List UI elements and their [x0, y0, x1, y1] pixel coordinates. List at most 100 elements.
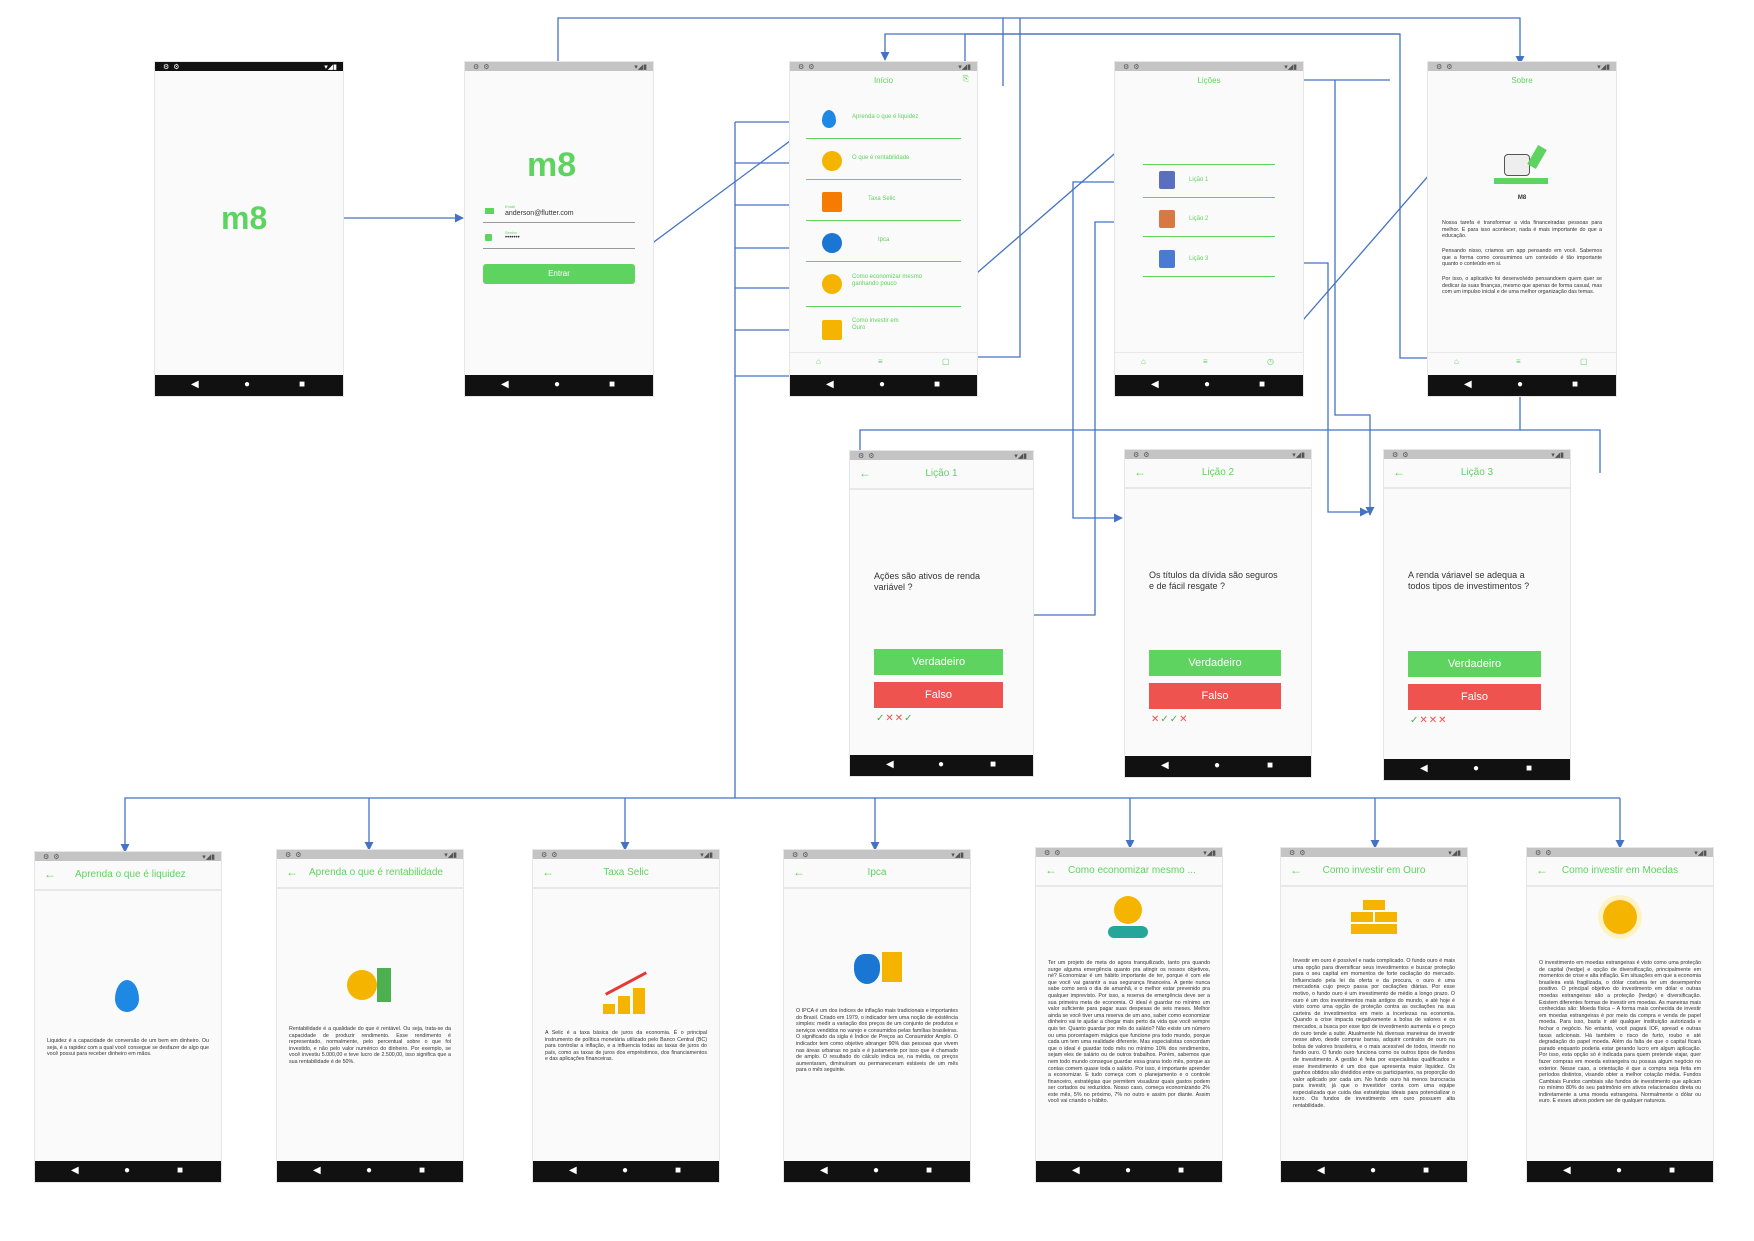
nav-home-button[interactable]: ●	[1616, 1165, 1623, 1176]
nav-back-button[interactable]: ◀	[820, 1165, 828, 1176]
page-title: Sobre	[1511, 76, 1533, 85]
nav-back-button[interactable]: ◀	[501, 379, 509, 390]
nav-recent-button[interactable]: ■	[299, 379, 306, 390]
mark-x: ✕	[1419, 715, 1429, 726]
home-tab-icon[interactable]: ⌂	[816, 357, 821, 366]
password-field[interactable]: Senha •••••••	[483, 230, 635, 249]
nav-recent-button[interactable]: ■	[1178, 1165, 1185, 1176]
exit-icon[interactable]: ⎘	[962, 74, 969, 83]
nav-back-button[interactable]: ◀	[1464, 379, 1472, 390]
nav-back-button[interactable]: ◀	[313, 1165, 321, 1176]
nav-back-button[interactable]: ◀	[191, 379, 199, 390]
nav-recent-button[interactable]: ■	[419, 1165, 426, 1176]
answer-marks: ✕✓✓✕	[1151, 714, 1189, 725]
nav-home-button[interactable]: ●	[622, 1165, 629, 1176]
menu-item-selic[interactable]: Taxa Selic	[806, 184, 961, 221]
lessons-tab-icon[interactable]: ≡	[1516, 357, 1521, 366]
hand-icon	[1108, 926, 1148, 938]
nav-back-button[interactable]: ◀	[886, 759, 894, 770]
lesson-item-2[interactable]: Lição 2	[1143, 204, 1275, 237]
page-title: Lição 2	[1201, 467, 1235, 478]
menu-item-ipca[interactable]: Ipca	[806, 225, 961, 262]
nav-bar: ◀ ● ■	[465, 375, 653, 396]
false-button[interactable]: Falso	[874, 682, 1003, 708]
nav-home-button[interactable]: ●	[879, 379, 886, 390]
nav-home-button[interactable]: ●	[1125, 1165, 1132, 1176]
nav-back-button[interactable]: ◀	[1161, 760, 1169, 771]
email-field[interactable]: Email anderson@flutter.com	[483, 204, 635, 223]
nav-recent-button[interactable]: ■	[1259, 379, 1266, 390]
nav-home-button[interactable]: ●	[554, 379, 561, 390]
nav-home-button[interactable]: ●	[1473, 763, 1480, 774]
nav-back-button[interactable]: ◀	[569, 1165, 577, 1176]
nav-recent-button[interactable]: ■	[1526, 763, 1533, 774]
nav-recent-button[interactable]: ■	[926, 1165, 933, 1176]
back-arrow-icon[interactable]: ←	[542, 865, 554, 879]
nav-recent-button[interactable]: ■	[177, 1165, 184, 1176]
nav-home-button[interactable]: ●	[873, 1165, 880, 1176]
article-text: A Selic é a taxa básica de juros da econ…	[545, 1030, 707, 1063]
nav-back-button[interactable]: ◀	[71, 1165, 79, 1176]
login-button[interactable]: Entrar	[483, 264, 635, 284]
true-button[interactable]: Verdadeiro	[1149, 650, 1281, 676]
status-icons-left: ⚙ ⚙	[1436, 64, 1454, 71]
menu-item-rentabilidade[interactable]: O que é rentabilidade	[806, 143, 961, 180]
home-tab-icon[interactable]: ⌂	[1454, 357, 1459, 366]
nav-recent-button[interactable]: ■	[1267, 760, 1274, 771]
nav-back-button[interactable]: ◀	[1072, 1165, 1080, 1176]
menu-item-liquidez[interactable]: Aprenda o que é liquidez	[806, 102, 961, 139]
nav-home-button[interactable]: ●	[1204, 379, 1211, 390]
about-tab-icon[interactable]: ▢	[942, 357, 950, 366]
nav-home-button[interactable]: ●	[366, 1165, 373, 1176]
lesson-item-3[interactable]: Lição 3	[1143, 244, 1275, 277]
back-arrow-icon[interactable]: ←	[793, 865, 805, 879]
back-arrow-icon[interactable]: ←	[1536, 863, 1548, 877]
back-arrow-icon[interactable]: ←	[859, 466, 871, 480]
status-icons-left: ⚙ ⚙	[1535, 850, 1553, 857]
nav-recent-button[interactable]: ■	[609, 379, 616, 390]
nav-back-button[interactable]: ◀	[1420, 763, 1428, 774]
page-title: Início	[873, 76, 894, 85]
true-button[interactable]: Verdadeiro	[1408, 651, 1541, 677]
lesson-item-1[interactable]: Lição 1	[1143, 164, 1275, 198]
back-arrow-icon[interactable]: ←	[1134, 465, 1146, 479]
nav-recent-button[interactable]: ■	[1669, 1165, 1676, 1176]
nav-recent-button[interactable]: ■	[934, 379, 941, 390]
nav-back-button[interactable]: ◀	[826, 379, 834, 390]
nav-home-button[interactable]: ●	[1370, 1165, 1377, 1176]
nav-home-button[interactable]: ●	[124, 1165, 131, 1176]
nav-recent-button[interactable]: ■	[1572, 379, 1579, 390]
hand-coin-icon	[1114, 896, 1142, 924]
back-arrow-icon[interactable]: ←	[1290, 863, 1302, 877]
lessons-tab-icon[interactable]: ≡	[1203, 357, 1208, 366]
home-tab-icon[interactable]: ⌂	[1141, 357, 1146, 366]
menu-item-economizar[interactable]: Como economizar mesmo ganhando pouco	[806, 266, 961, 307]
nav-home-button[interactable]: ●	[244, 379, 251, 390]
true-button[interactable]: Verdadeiro	[874, 649, 1003, 675]
menu-item-ouro[interactable]: Como investir em Ouro	[806, 312, 961, 352]
nav-back-button[interactable]: ◀	[1317, 1165, 1325, 1176]
nav-recent-button[interactable]: ■	[990, 759, 997, 770]
false-button[interactable]: Falso	[1149, 683, 1281, 709]
article-screen-rentabilidade: ⚙ ⚙▾◢▮ ←Aprenda o que é rentabilidade Re…	[277, 850, 463, 1182]
about-tab-icon[interactable]: ◷	[1267, 357, 1274, 366]
back-arrow-icon[interactable]: ←	[286, 865, 298, 879]
page-title: Como investir em Ouro	[1322, 865, 1426, 876]
nav-recent-button[interactable]: ■	[1423, 1165, 1430, 1176]
nav-back-button[interactable]: ◀	[1151, 379, 1159, 390]
nav-recent-button[interactable]: ■	[675, 1165, 682, 1176]
back-arrow-icon[interactable]: ←	[1045, 863, 1057, 877]
nav-home-button[interactable]: ●	[1214, 760, 1221, 771]
article-screen-liquidez: ⚙ ⚙▾◢▮ ←Aprenda o que é liquidez Liquide…	[35, 852, 221, 1182]
nav-home-button[interactable]: ●	[1517, 379, 1524, 390]
nav-back-button[interactable]: ◀	[1563, 1165, 1571, 1176]
quiz-question: Ações são ativos de renda variável ?	[874, 571, 981, 592]
nav-home-button[interactable]: ●	[938, 759, 945, 770]
about-tab-icon[interactable]: ▢	[1580, 357, 1588, 366]
email-value: anderson@flutter.com	[505, 210, 574, 217]
back-arrow-icon[interactable]: ←	[44, 867, 56, 881]
back-arrow-icon[interactable]: ←	[1393, 465, 1405, 479]
false-button[interactable]: Falso	[1408, 684, 1541, 710]
page-title: Aprenda o que é liquidez	[75, 869, 186, 880]
lessons-tab-icon[interactable]: ≡	[878, 357, 883, 366]
